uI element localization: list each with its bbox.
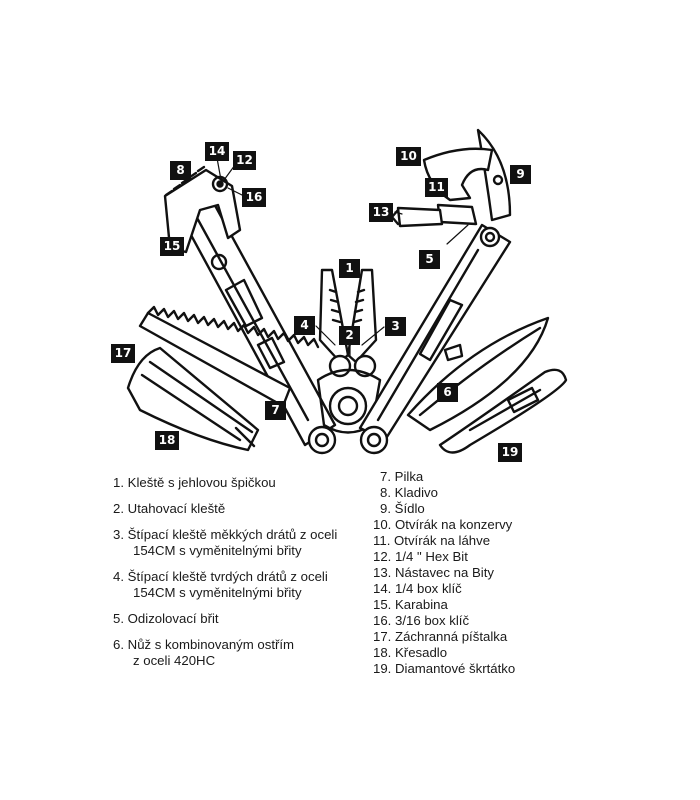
legend-item-17: 17. Záchranná píštalka <box>373 629 508 644</box>
callout-15: 15 <box>160 237 184 256</box>
legend-item-8: 8. Kladivo <box>380 485 438 500</box>
callout-12: 12 <box>233 151 256 170</box>
callout-8: 8 <box>170 161 191 180</box>
callout-16: 16 <box>242 188 266 207</box>
legend-item-16: 16. 3/16 box klíč <box>373 613 470 628</box>
callout-4: 4 <box>294 316 315 335</box>
callout-6: 6 <box>437 383 458 402</box>
callout-18: 18 <box>155 431 179 450</box>
callout-19: 19 <box>498 443 522 462</box>
pliers <box>316 268 382 434</box>
callout-11: 11 <box>425 178 448 197</box>
callout-14: 14 <box>205 142 229 161</box>
legend-item-5: 5. Odizolovací břit <box>113 611 219 626</box>
bit-driver <box>390 206 444 228</box>
right-handle-arm <box>358 223 512 442</box>
callout-9: 9 <box>510 165 531 184</box>
callout-7: 7 <box>265 401 286 420</box>
diamond-file <box>438 368 568 454</box>
legend-item-15: 15. Karabina <box>373 597 448 612</box>
legend-item-11: 11. Otvírák na láhve <box>373 533 491 548</box>
legend-right: 7. Pilka 8. Kladivo 9. Šídlo 10. Otvírák… <box>373 469 515 677</box>
callout-13: 13 <box>369 203 393 222</box>
callout-5: 5 <box>419 250 440 269</box>
callout-17: 17 <box>111 344 135 363</box>
callout-10: 10 <box>396 147 421 166</box>
legend-item-1: 1. Kleště s jehlovou špičkou <box>113 475 276 490</box>
hammer-head <box>163 165 242 254</box>
legend-item-10: 10. Otvírák na konzervy <box>373 517 513 532</box>
legend-item-9: 9. Šídlo <box>380 501 425 516</box>
legend-item-7: 7. Pilka <box>380 469 424 484</box>
callout-3: 3 <box>385 317 406 336</box>
legend-item-2: 2. Utahovací kleště <box>113 501 226 516</box>
multitool-diagram <box>126 128 568 455</box>
legend-item-18: 18. Křesadlo <box>373 645 448 660</box>
whistle-ferro-rod <box>126 346 260 452</box>
legend-item-14: 14. 1/4 box klíč <box>373 581 462 596</box>
callout-1: 1 <box>339 259 360 278</box>
legend-item-12: 12. 1/4 " Hex Bit <box>373 549 468 564</box>
legend-item-19: 19. Diamantové škrtátko <box>373 661 516 676</box>
knife-blade <box>406 316 550 432</box>
legend-left: 1. Kleště s jehlovou špičkou 2. Utahovac… <box>113 475 363 679</box>
legend-item-13: 13. Nástavec na Bity <box>373 565 494 580</box>
callout-2: 2 <box>339 326 360 345</box>
